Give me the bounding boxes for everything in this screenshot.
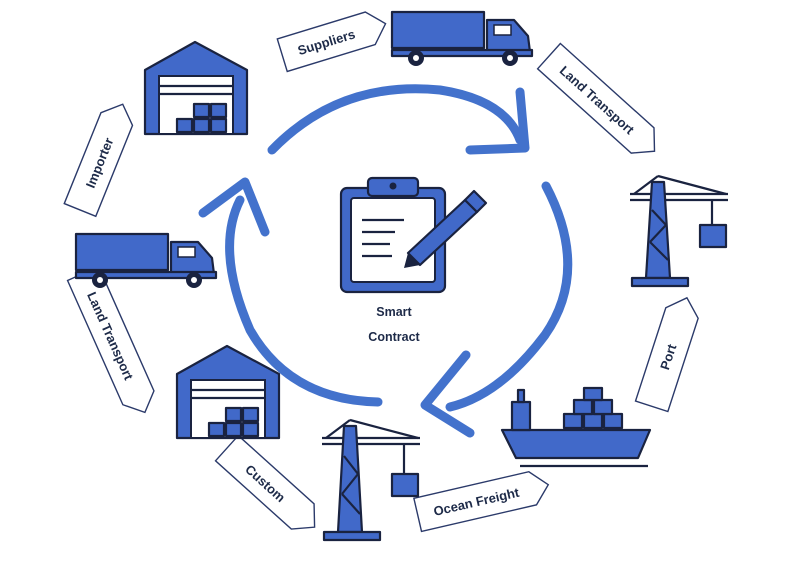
cargo-ship-icon — [500, 386, 652, 468]
cycle-arrows — [198, 84, 573, 438]
port-arrow: Port — [634, 296, 699, 413]
suppliers-arrow: Suppliers — [276, 11, 387, 73]
center-line-1: Smart — [376, 305, 412, 319]
land-transport-arrow-left: Land Transport — [66, 265, 155, 414]
ocean-freight-arrow: Ocean Freight — [413, 470, 550, 533]
truck-icon — [74, 232, 218, 288]
port-crane-icon — [630, 174, 728, 288]
label-land-transport-top: Land Transport — [557, 63, 638, 138]
land-transport-arrow-top: Land Transport — [536, 42, 656, 154]
warehouse-icon — [143, 40, 249, 136]
port-crane-icon — [322, 418, 420, 542]
custom-arrow: Custom — [214, 434, 316, 530]
center-line-2: Contract — [368, 330, 420, 344]
truck-icon — [390, 10, 534, 66]
importer-arrow: Importer — [63, 103, 134, 218]
clipboard-pencil-icon — [339, 176, 488, 294]
warehouse-icon — [175, 344, 281, 440]
